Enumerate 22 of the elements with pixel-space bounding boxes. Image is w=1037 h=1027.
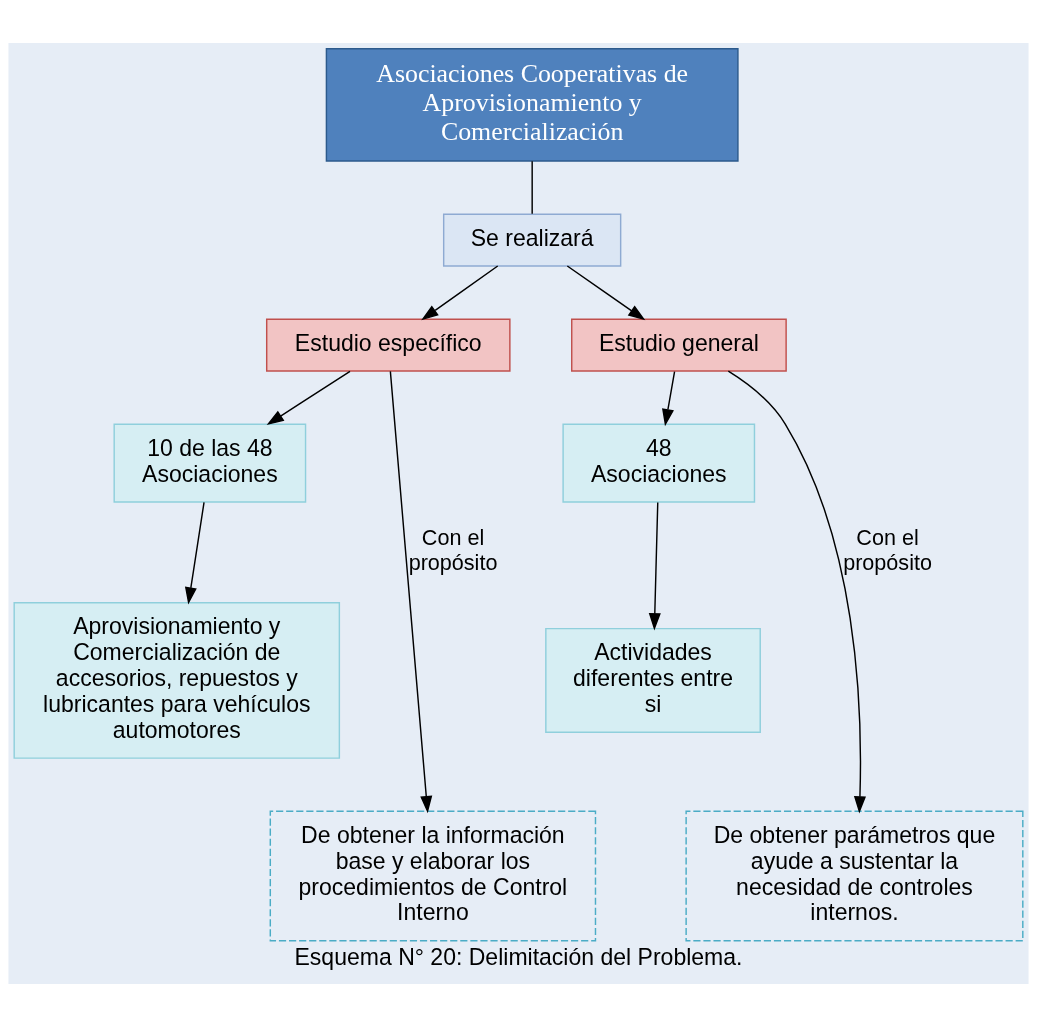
node-box: 10 de las 48 Asociaciones (113, 423, 307, 503)
node-box: Aprovisionamiento y Comercialización de accesorios, repuestos y lubricantes para vehículos automotores (13, 602, 341, 759)
arrow (421, 265, 499, 321)
edge-label: Con el propósito (408, 525, 498, 575)
node-box: De obtener la información base y elaborar los procedimientos de Control Interno (269, 810, 597, 942)
node-box: Estudio específico (265, 318, 511, 372)
arrow (184, 501, 205, 605)
caption: Esquema N° 20: Delimitación del Problema. (294, 944, 743, 971)
node-box: Actividades diferentes entre si (545, 627, 761, 733)
node-box: De obtener parámetros que ayude a sustentar la necesidad de controles internos. (685, 810, 1024, 942)
node-box: Asociaciones Cooperativas de Aprovisionamiento y Comercialización (325, 48, 739, 162)
arrow (648, 501, 661, 631)
arrow (566, 265, 646, 321)
node-box: Estudio general (571, 318, 787, 372)
node-box: 48 Asociaciones (562, 423, 756, 503)
arrow (727, 370, 866, 814)
arrow (389, 370, 433, 814)
connector (531, 160, 533, 215)
node-box: Se realizará (442, 213, 622, 267)
arrow (662, 370, 676, 427)
edge-label: Con el propósito (843, 525, 932, 575)
arrow (266, 370, 351, 426)
